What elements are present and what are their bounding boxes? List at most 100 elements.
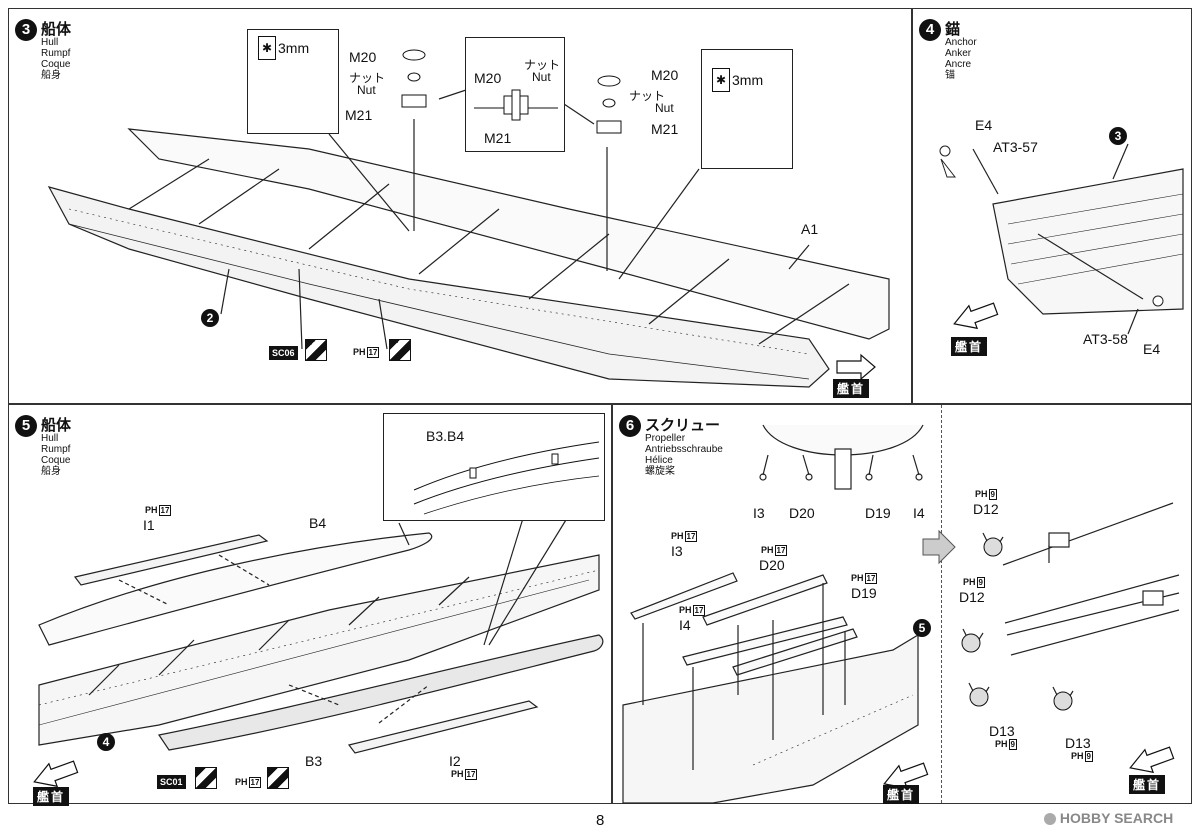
part-i3-label: I3 (671, 543, 683, 559)
paint-chip-icon (267, 767, 289, 789)
step-3-hull-drawing (47, 88, 890, 388)
step-5-panel: 5 船体 Hull Rumpf Coque 船身 (8, 404, 612, 806)
ref-step-2: 2 (201, 309, 219, 327)
step-4-bow-drawing (939, 143, 1184, 335)
step-5-title-en: Hull (41, 433, 59, 444)
part-d13b-label: D13 (1065, 735, 1091, 751)
paint-sc01-badge: SC01 (157, 775, 186, 789)
part-d12b-label: D12 (959, 589, 985, 605)
inset-edge-drawing (413, 441, 600, 515)
part-b3-label: B3 (305, 753, 323, 769)
part-i4-label: I4 (679, 617, 691, 633)
step-5-title-cn: 船身 (41, 466, 61, 477)
part-m21-right-label: M21 (651, 121, 679, 137)
top-part-i4-label: I4 (913, 505, 925, 521)
part-d19-label: D19 (851, 585, 877, 601)
inset-fitting-drawing (474, 89, 558, 121)
step-5-title-de: Rumpf (41, 444, 71, 455)
paint-chip-icon (195, 767, 217, 789)
ref-step-5: 5 (913, 619, 931, 637)
step-3-drill-inset-left: ✱ 3mm (247, 29, 339, 134)
part-e4-top-label: E4 (975, 117, 993, 133)
ref-step-4: 4 (97, 733, 115, 751)
step-4-number: 4 (919, 19, 941, 41)
part-at3-57-label: AT3-57 (993, 139, 1038, 155)
step-3-title-en: Hull (41, 37, 59, 48)
step-3-title-fr: Coque (41, 59, 71, 70)
step-3-panel: 3 船体 Hull Rumpf Coque 船身 (8, 8, 912, 404)
step-5-number: 5 (15, 415, 37, 437)
top-part-i3-label: I3 (753, 505, 765, 521)
step-5-title-fr: Coque (41, 455, 71, 466)
bow-label-right: 艦首 (1129, 775, 1166, 794)
inset-nut-jp-label: ナット (524, 58, 561, 72)
step-6-title-de: Antriebsschraube (645, 444, 723, 455)
drill-icon: ✱ (712, 68, 730, 92)
inset-m20-label: M20 (474, 70, 502, 86)
ref-step-3: 3 (1109, 127, 1127, 145)
part-e4-bottom-label: E4 (1143, 341, 1161, 357)
part-nut-en-label: Nut (357, 83, 376, 97)
part-i1-label: I1 (143, 517, 155, 533)
paint-chip-icon (305, 339, 327, 361)
m20-m21-parts-left (401, 49, 427, 108)
part-d20-label: D20 (759, 557, 785, 573)
part-m20-right-label: M20 (651, 67, 679, 83)
part-nut-jp-right-label: ナット (629, 89, 666, 103)
m20-m21-parts-right (596, 75, 622, 134)
step-3-fitting-inset: M20 ナット Nut M21 (465, 37, 565, 152)
part-i2-label: I2 (449, 753, 461, 769)
step-6-title-fr: Hélice (645, 455, 673, 466)
page-number: 8 (596, 812, 605, 829)
step-5-hull-drawing (33, 514, 604, 788)
bow-label: 艦首 (951, 337, 988, 356)
step-4-title-fr: Ancre (945, 59, 972, 70)
panel-divider (941, 405, 942, 803)
step-3-title-de: Rumpf (41, 48, 71, 59)
watermark-logo-icon (1044, 813, 1056, 826)
drill-icon: ✱ (258, 36, 276, 60)
step-5-title-jp: 船体 (41, 416, 72, 434)
step-3-title-jp: 船体 (41, 20, 72, 38)
step-4-title-cn: 锚 (945, 70, 955, 81)
watermark: HOBBY SEARCH (1044, 810, 1173, 826)
step-4-title-jp: 錨 (945, 20, 961, 38)
part-d13a-label: D13 (989, 723, 1015, 739)
step-4-title-en: Anchor (945, 37, 977, 48)
part-b4-label: B4 (309, 515, 327, 531)
drill-size-label: 3mm (732, 72, 764, 88)
step-6-number: 6 (619, 415, 641, 437)
step-4-title-de: Anker (945, 48, 972, 59)
part-m21-label: M21 (345, 107, 373, 123)
bow-label: 艦首 (833, 379, 870, 398)
step-6-propeller-drawing (622, 424, 1180, 804)
step-6-title-en: Propeller (645, 433, 686, 444)
step-6-title-jp: スクリュー (645, 416, 721, 434)
bow-label: 艦首 (883, 785, 920, 804)
paint-sc06-badge: SC06 (269, 346, 298, 360)
step-4-panel: 4 錨 Anchor Anker Ancre 锚 E4 AT3-57 3 AT3… (912, 8, 1192, 404)
part-m20-label: M20 (349, 49, 377, 65)
part-at3-58-label: AT3-58 (1083, 331, 1128, 347)
step-6-title-cn: 螺旋桨 (645, 466, 675, 477)
inset-nut-en-label: Nut (532, 70, 551, 84)
bow-label: 艦首 (33, 787, 70, 806)
inset-b3-b4-label: B3.B4 (426, 428, 465, 444)
step-6-panel: 6 スクリュー Propeller Antriebsschraube Hélic… (612, 404, 1192, 804)
part-a1-label: A1 (801, 221, 819, 237)
step-5-detail-inset: B3.B4 (383, 413, 605, 521)
top-part-d20-label: D20 (789, 505, 815, 521)
step-3-drill-inset-right: ✱ 3mm (701, 49, 793, 169)
